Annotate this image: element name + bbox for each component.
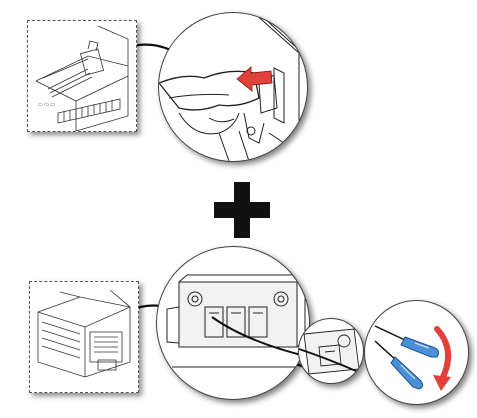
step-1-callout	[158, 12, 308, 162]
release-arrow-icon	[236, 66, 273, 92]
device-side-drawing	[37, 289, 131, 378]
step-2-detail-callout	[298, 318, 364, 384]
screwdriver-lower	[374, 340, 424, 390]
screwdriver-icon	[374, 325, 451, 391]
screwdriver-upper	[374, 325, 440, 358]
step-1-thumbnail: ▭ ▭ ▭	[27, 20, 137, 132]
terminal-block-detail	[166, 273, 309, 368]
wire	[211, 316, 309, 358]
rotation-arrow-icon	[433, 326, 451, 391]
connector-release-detail	[159, 13, 300, 161]
svg-text:▭ ▭ ▭: ▭ ▭ ▭	[38, 102, 55, 108]
plus-icon	[214, 182, 270, 238]
step-2-thumbnail	[29, 281, 139, 393]
step-2-callout	[156, 246, 310, 400]
terminal-screw-detail	[299, 328, 363, 375]
device-overview-drawing: ▭ ▭ ▭	[35, 25, 129, 131]
step-2-tool-callout	[364, 300, 469, 405]
